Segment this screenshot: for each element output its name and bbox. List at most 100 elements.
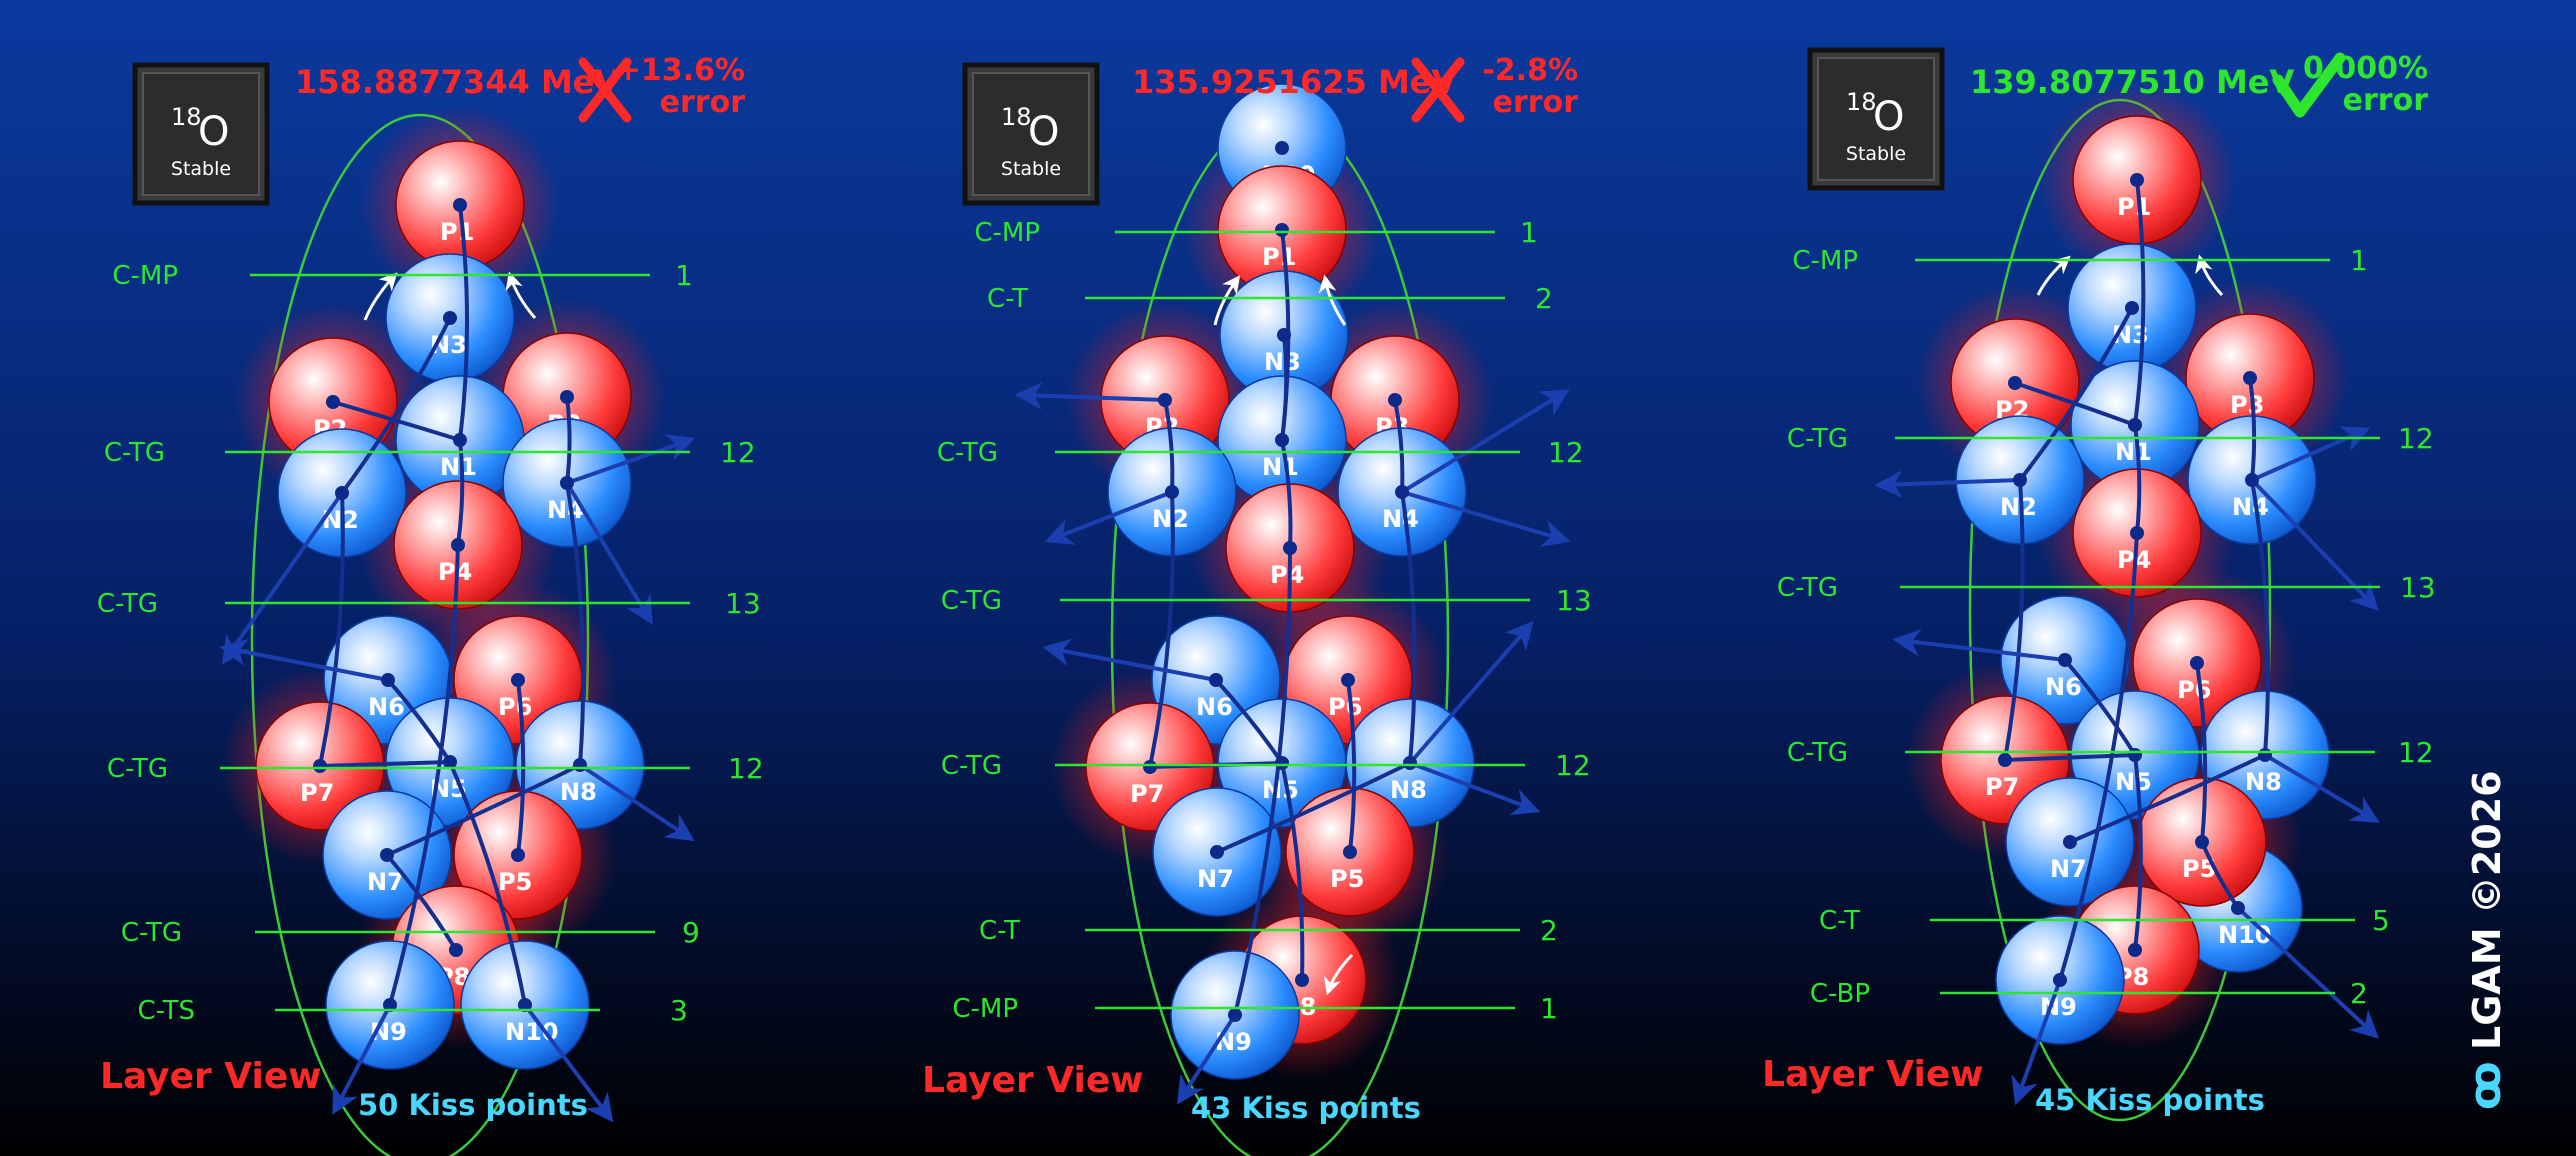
chain-link [385,853,458,952]
nucleon-label: N1 [440,453,477,481]
layer-label: C-T [979,916,1020,946]
layer-count: 9 [682,916,700,949]
chain-node-dot [1143,760,1157,774]
layer-label: C-TG [937,438,998,468]
chain-node-dot [380,848,394,862]
nucleon-label: N2 [2000,493,2037,521]
binding-energy: 139.8077510 MeV [1970,63,2295,101]
chain-node-dot [2231,901,2245,915]
nucleon-label: P7 [1985,773,2019,801]
layer-label: C-MP [974,218,1040,248]
chain-arrow [332,1004,392,1115]
layer-count: 12 [728,752,764,785]
chain-arrow [578,763,695,842]
layer-label: C-MP [1792,246,1858,276]
chain-link [2063,658,2137,757]
chain-link [2069,753,2266,844]
layer-label: C-TS [137,996,195,1026]
nucleon-label: N9 [1215,1028,1252,1056]
chain-link [1233,547,1293,1016]
chain-node-dot [1228,1008,1242,1022]
kiss-points: 43 Kiss points [1191,1091,1421,1125]
layer-count: 12 [720,436,756,469]
chain-arrow [1409,761,1541,816]
layer-count: 12 [2398,422,2434,455]
chain-link [1280,762,1305,981]
chain-link [1214,678,1284,765]
chain-arrow [1408,620,1534,765]
chain-node-dot [1165,485,1179,499]
cross-icon [578,57,632,123]
check-icon [2272,52,2346,118]
chain-link [458,204,470,441]
chain-arrow [219,638,389,682]
chain-link [319,760,451,768]
error-label: error [2343,83,2429,118]
layer-count: 1 [1520,216,1538,249]
chain-arrow [2236,906,2380,1039]
error-value: +13.6% [616,53,745,88]
badge-symbol: O [198,109,229,155]
cross-icon [1411,57,1465,123]
nucleon-label: N5 [2115,768,2152,796]
chain-link [332,400,461,442]
chain-node-dot [560,390,574,404]
nucleon-label: N2 [1152,505,1189,533]
layer-count: 12 [2398,736,2434,769]
layer-label: C-TG [121,918,182,948]
layer-count: 3 [670,994,688,1027]
white-arrow [1213,275,1241,326]
watermark: ꝏ LGAM ©2026 [2460,770,2511,1110]
chain-link [1148,491,1175,768]
chain-node-dot [573,758,587,772]
nucleon-label: P1 [440,218,474,246]
layer-count: 1 [675,259,693,292]
layer-label: C-BP [1810,979,1870,1009]
chain-link [340,317,452,495]
white-arrow [363,272,398,321]
chain-arrow [2011,979,2062,1106]
chain-node-dot [2053,973,2067,987]
chain-link [2133,424,2142,534]
chain-arrow [566,434,696,485]
nucleon-label: P6 [498,693,532,721]
nucleon-label: N8 [2245,768,2282,796]
white-arrow [1323,953,1354,996]
chain-node-dot [449,943,463,957]
chain-link [2133,179,2146,426]
chain-node-dot [1210,845,1224,859]
lgam-logo-icon: ꝏ [2460,1061,2511,1110]
chain-node-dot [313,759,327,773]
layer-label: C-TG [941,586,1002,616]
chain-node-dot [2058,653,2072,667]
chain-arrow [2263,753,2380,823]
chain-node-dot [2190,656,2204,670]
nucleon-label: P5 [1330,865,1364,893]
chain-link [565,482,586,766]
chain-node-dot [511,848,525,862]
chain-arrow [565,481,653,625]
chain-node-dot [383,998,397,1012]
chain-node-dot [381,673,395,687]
chain-node-dot [2128,418,2142,432]
chain-arrow [1400,389,1570,494]
error-value: 0.000% [2303,51,2428,86]
nucleon-label: N7 [2050,855,2087,883]
chain-node-dot [1158,393,1172,407]
chain-link [1393,399,1405,493]
badge-inner [1817,57,1935,181]
layer-label: C-MP [112,261,178,291]
chain-node-dot [1295,973,1309,987]
nucleon-label: N1 [1262,453,1299,481]
badge-mass-number: 18 [1846,88,1877,116]
badge-inner [972,72,1090,196]
panel-2: N10P1N3P2P3N1N2N4P4N6P6P7N5N8N7P5P8N9C-M… [922,53,1592,1156]
nucleon-label: P7 [1130,780,1164,808]
nucleon-label: N6 [2045,673,2082,701]
chain-node-dot [1275,433,1289,447]
chain-link [2248,377,2257,481]
chain-node-dot [1341,673,1355,687]
